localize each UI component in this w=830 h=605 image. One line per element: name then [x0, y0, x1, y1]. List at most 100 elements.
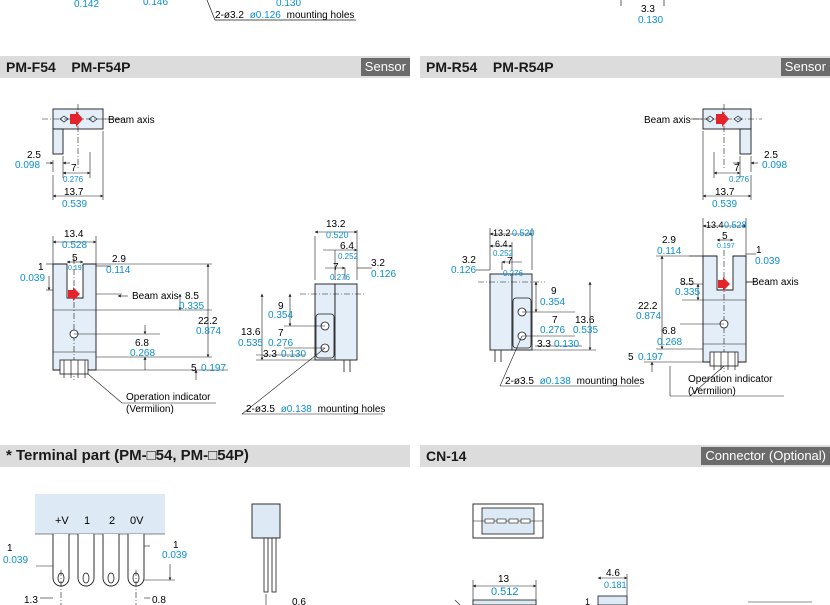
- dim-mm: 8.5: [680, 277, 694, 288]
- dim-mm: 3.3: [641, 4, 655, 15]
- beam-axis-label: Beam axis: [752, 277, 799, 288]
- dim-mm: 1: [756, 245, 762, 256]
- dim-inch: 0.181: [604, 580, 627, 590]
- section-title: PM-F54 PM-F54P: [6, 59, 131, 75]
- dim-inch: 0.197: [638, 352, 663, 363]
- beam-axis-label: Beam axis: [132, 291, 179, 302]
- dim-mm: 3.3: [537, 339, 551, 350]
- holes-inch: ø0.138: [540, 376, 572, 387]
- dim-inch: 0.098: [762, 160, 787, 171]
- holes-mm: 2-ø3.5: [505, 376, 534, 387]
- pm-f54-top-view: Beam axis 2.5 0.098 7 0.276 13.7 0.539: [15, 104, 155, 210]
- beam-axis-label: Beam axis: [108, 115, 155, 126]
- dim-inch: 0.354: [268, 310, 293, 321]
- dim-mm: 13: [498, 574, 510, 585]
- dim-mm: 7: [507, 256, 513, 267]
- dim-inch: 0.098: [15, 160, 40, 171]
- dim-mm: 5: [628, 352, 634, 363]
- terminal-part-drawing: +V 1 2 0V 1 0.039 1 0.039 1.3 0.8 0.6: [3, 494, 306, 605]
- dim-mm: 5: [191, 363, 197, 374]
- dim-mm: 13.6: [241, 327, 261, 338]
- dim-mm: 13.7: [64, 187, 84, 198]
- dim-inch: 0.528: [62, 240, 87, 251]
- vermilion-label: (Vermilion): [126, 404, 174, 415]
- holes-text: mounting holes: [577, 376, 645, 387]
- dim-inch: 0.354: [540, 297, 565, 308]
- dim-inch: 0.535: [238, 338, 263, 349]
- dim-mm: 7: [71, 163, 77, 174]
- section-tag: Sensor: [780, 58, 830, 76]
- dim-inch: 0.126: [371, 269, 396, 280]
- pm-r54-side-view: 13.2 0.520 6.4 0.252 7 0.276 3.2 0.126 9…: [451, 228, 644, 387]
- dim-mm: 5: [72, 253, 78, 264]
- section-tag: Connector (Optional): [701, 447, 830, 465]
- holes-label: 2-ø3.5 ø0.138 mounting holes: [505, 376, 644, 387]
- dim-mm: 9: [551, 286, 557, 297]
- section-title: * Terminal part (PM-□54, PM-□54P): [6, 447, 249, 464]
- holes-label: 2-ø3.5 ø0.138 mounting holes: [246, 404, 385, 415]
- dim-mm: 1.3: [24, 595, 38, 605]
- dim-mm: 7: [734, 163, 740, 174]
- dim-inch: 0.197: [68, 265, 86, 272]
- pm-r54-front-view: 13.4 0.528 5 0.197 2.9 0.114 1 0.039 8.5…: [628, 218, 799, 397]
- beam-arrow-icon: [68, 287, 80, 301]
- dim-inch: 0.528: [724, 220, 747, 230]
- dim-mm: 2.5: [27, 150, 41, 161]
- pm-f54-front-view: 13.4 0.528 5 0.197 1 0.039 2.9 0.114 Bea…: [20, 229, 228, 415]
- dim-inch: 0.197: [717, 243, 735, 250]
- dim-mm: 9: [278, 301, 284, 312]
- dim-mm: 5: [722, 231, 728, 242]
- dim-inch: 0.276: [729, 175, 750, 184]
- dim-inch: 0.039: [162, 550, 187, 561]
- dim-inch: 0.268: [130, 348, 155, 359]
- beam-arrow-icon: [718, 277, 730, 291]
- dim-inch: 0.146: [143, 0, 168, 8]
- dim-inch: 0.252: [493, 249, 514, 258]
- dim-inch: 0.874: [636, 311, 661, 322]
- dim-mm: 3.2: [462, 255, 476, 266]
- dim-mm: 13.6: [575, 315, 595, 326]
- dim-mm: 2.5: [764, 150, 778, 161]
- section-tag: Sensor: [360, 58, 410, 76]
- dim-inch: 0.539: [712, 199, 737, 210]
- pin-label: 1: [84, 515, 90, 527]
- dim-mm: 3.2: [371, 258, 385, 269]
- section-header-terminal: * Terminal part (PM-□54, PM-□54P): [0, 445, 410, 467]
- dim-inch: 0.268: [657, 337, 682, 348]
- dim-inch: 0.039: [755, 256, 780, 267]
- dim-inch: 0.130: [638, 15, 663, 26]
- beam-arrow-icon: [716, 111, 729, 127]
- dim-mm: 7: [278, 328, 284, 339]
- dim-inch: 0.276: [330, 273, 351, 282]
- pm-r54-top-view: Beam axis 2.5 0.098 7 0.276 13.7 0.539: [644, 104, 787, 210]
- dim-inch: 0.039: [3, 555, 28, 566]
- dim-inch: 0.126: [451, 265, 476, 276]
- dim-mm: 13.2: [326, 219, 346, 230]
- dim-mm: 6.8: [662, 326, 676, 337]
- dim-mm: 13.4: [64, 229, 84, 240]
- dim-mm: 8.5: [185, 291, 199, 302]
- top-strip: 0.142 0.146 0.130 2-ø3.2 ø0.126 mounting…: [74, 0, 665, 26]
- dim-inch: 0.335: [675, 287, 700, 298]
- section-title: CN-14: [426, 448, 467, 464]
- dim-mm: 1: [585, 597, 590, 605]
- dim-inch: 0.114: [106, 265, 131, 276]
- dim-inch: 0.130: [276, 0, 301, 9]
- dim-mm: 1: [173, 540, 179, 551]
- holes-mm: 2-ø3.5: [246, 404, 275, 415]
- dim-inch: 0.520: [326, 230, 349, 240]
- dim-mm: 6.8: [135, 338, 149, 349]
- dim-inch: 0.535: [573, 325, 598, 336]
- holes-mm: 2-ø3.2: [215, 10, 244, 21]
- dim-inch: 0.142: [74, 0, 99, 10]
- section-header-cn14: CN-14 Connector (Optional): [420, 445, 830, 467]
- dim-inch: 0.512: [491, 586, 519, 598]
- dim-inch: 0.130: [281, 349, 306, 360]
- vermilion-label: (Vermilion): [688, 386, 736, 397]
- dim-mm: 22.2: [638, 301, 658, 312]
- dim-mm: 0.8: [152, 595, 166, 605]
- dim-inch: 0.276: [63, 175, 84, 184]
- operation-indicator-label: Operation indicator: [126, 392, 211, 403]
- pm-f54-side-view: 13.2 0.520 6.4 0.252 7 0.276 3.2 0.126 9…: [238, 219, 396, 415]
- section-header-pm-r54: PM-R54 PM-R54P Sensor: [420, 56, 830, 78]
